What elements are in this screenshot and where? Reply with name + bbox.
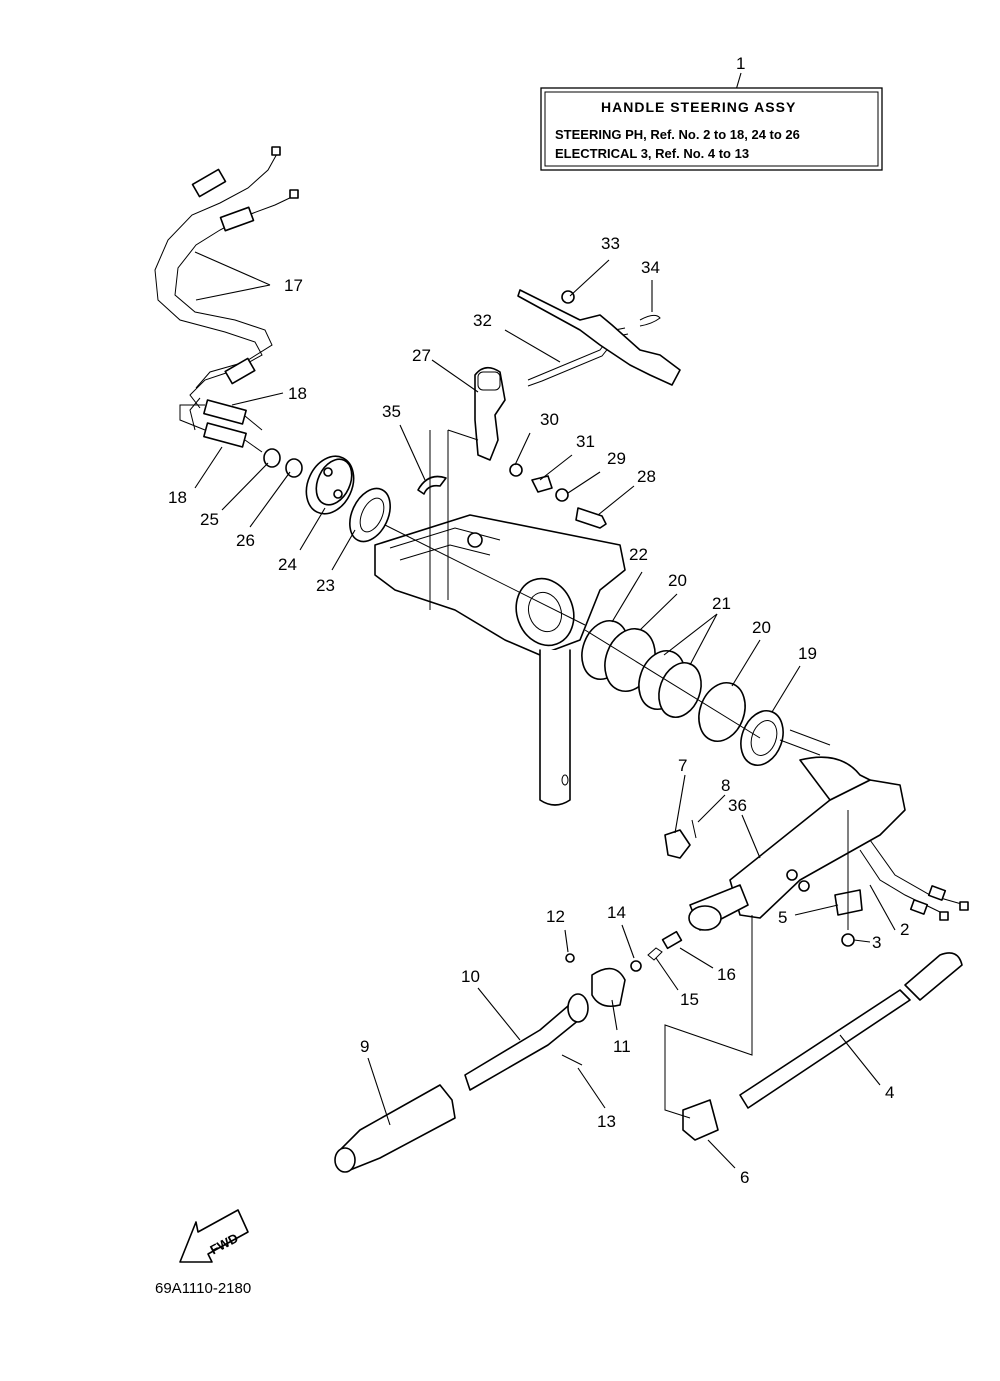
callout-24: 24 — [278, 555, 297, 574]
fwd-arrow-icon: FWD — [179, 1209, 249, 1263]
callout-18-lower: 18 — [168, 488, 187, 507]
washer-29 — [555, 488, 569, 502]
steering-handle — [688, 729, 906, 931]
callout-11: 11 — [613, 1037, 631, 1056]
assembly-ref-line-1: STEERING PH, Ref. No. 2 to 18, 24 to 26 — [555, 127, 800, 142]
callout-19: 19 — [798, 644, 817, 663]
callout-12: 12 — [546, 907, 565, 926]
callout-31: 31 — [576, 432, 595, 451]
washer-21b — [658, 662, 702, 718]
callout-5: 5 — [778, 908, 787, 927]
throttle-shaft-10 — [464, 993, 589, 1091]
callout-4: 4 — [885, 1083, 894, 1102]
screw-8 — [691, 819, 697, 839]
callout-15: 15 — [680, 990, 699, 1009]
callout-7: 7 — [678, 756, 687, 775]
assembly-title: HANDLE STEERING ASSY — [601, 99, 796, 115]
callout-26: 26 — [236, 531, 255, 550]
cable-grommet — [305, 455, 355, 515]
cable-end-upper — [203, 399, 263, 431]
diagram-code: 69A1110-2180 — [155, 1280, 251, 1297]
throttle-grip-9 — [334, 1084, 456, 1173]
friction-piece-16 — [661, 930, 683, 950]
steering-bracket — [374, 514, 626, 806]
cable-assembly — [154, 146, 299, 453]
callout-18-upper: 18 — [288, 384, 307, 403]
callout-32: 32 — [473, 311, 492, 330]
callout-3: 3 — [872, 933, 881, 952]
washer-14 — [630, 960, 642, 972]
screw-12 — [565, 953, 575, 963]
callout-35: 35 — [382, 402, 401, 421]
callout-2: 2 — [900, 920, 909, 939]
callout-13: 13 — [597, 1112, 616, 1131]
callout-17: 17 — [284, 276, 303, 295]
callout-8: 8 — [721, 776, 730, 795]
callout-25: 25 — [200, 510, 219, 529]
clip-35 — [417, 475, 447, 495]
washer-23 — [349, 487, 391, 543]
callout-20-upper: 20 — [668, 571, 687, 590]
assembly-lines — [384, 429, 849, 1119]
bolt-3 — [841, 933, 855, 947]
callout-9: 9 — [360, 1037, 369, 1056]
washer-20b — [698, 682, 746, 742]
callout-36: 36 — [728, 796, 747, 815]
nut-25 — [263, 448, 281, 468]
callout-30: 30 — [540, 410, 559, 429]
pin-34 — [639, 314, 661, 327]
callout-21: 21 — [712, 594, 731, 613]
callout-10: 10 — [461, 967, 480, 986]
washer-30 — [509, 463, 523, 477]
callout-22: 22 — [629, 545, 648, 564]
spring-15 — [647, 947, 663, 961]
stop-switch-7 — [664, 829, 691, 859]
callout-29: 29 — [607, 449, 626, 468]
connector-6 — [682, 1099, 719, 1141]
bolt-28 — [575, 507, 607, 529]
callout-23: 23 — [316, 576, 335, 595]
shift-lever-27 — [474, 366, 506, 461]
callout-14: 14 — [607, 903, 626, 922]
cable-end-lower — [203, 422, 263, 453]
callout-34: 34 — [641, 258, 660, 277]
callout-1: 1 — [736, 54, 745, 73]
screw-13 — [561, 1054, 583, 1066]
callout-28: 28 — [637, 467, 656, 486]
harness-leads — [859, 839, 969, 921]
assembly-ref-line-2: ELECTRICAL 3, Ref. No. 4 to 13 — [555, 146, 749, 161]
callout-numbers: 2 3 4 5 6 7 8 9 10 11 12 13 14 15 16 17 … — [168, 234, 909, 1187]
callout-33: 33 — [601, 234, 620, 253]
leader-lines — [194, 251, 896, 1169]
callout-6: 6 — [740, 1168, 749, 1187]
assembly-info-box: 1 HANDLE STEERING ASSY STEERING PH, Ref.… — [540, 54, 883, 171]
throttle-cable-4 — [739, 952, 963, 1109]
shift-shaft-33 — [517, 289, 681, 386]
callout-20-lower: 20 — [752, 618, 771, 637]
callout-27: 27 — [412, 346, 431, 365]
callout-16: 16 — [717, 965, 736, 984]
cover-11 — [591, 967, 626, 1008]
